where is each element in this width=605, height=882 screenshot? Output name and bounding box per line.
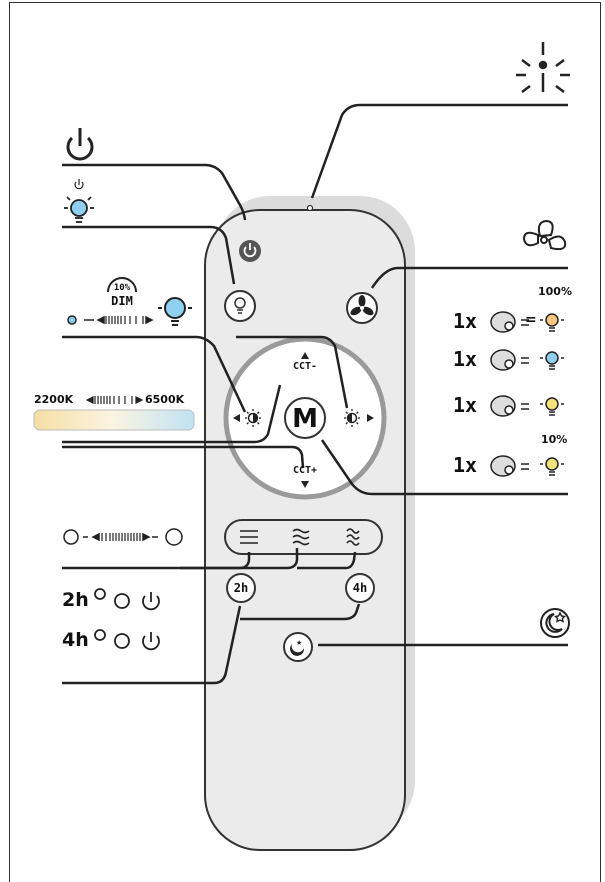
- cycle-row-1: [490, 311, 564, 333]
- diagram-frame: [9, 2, 601, 882]
- leader-lines: [62, 103, 568, 685]
- timer-4h-icons: [94, 629, 160, 651]
- cycle-row-4: [490, 455, 564, 477]
- dim-scale-icon: [67, 277, 192, 326]
- cct-plus-label: CCT+: [292, 465, 318, 476]
- fan-speed-scale: [63, 528, 183, 546]
- light-button[interactable]: [224, 290, 256, 322]
- timer-2h-legend-label: 2h: [62, 589, 89, 611]
- power-icon: [66, 128, 94, 161]
- dim-up-arrow[interactable]: [367, 414, 374, 422]
- timer-2h-button-label[interactable]: 2h: [233, 581, 249, 595]
- indicator-light-icon: [516, 42, 570, 93]
- cycle-row-3-count: 1x: [453, 393, 478, 417]
- dim-percent-label: 10%: [113, 283, 131, 293]
- cct-plus-arrow[interactable]: [301, 481, 309, 488]
- moon-star-icon: [540, 608, 570, 638]
- dim-label: DIM: [111, 294, 133, 308]
- color-temp-bar: [33, 409, 195, 431]
- cycle-row-1-count: 1x: [453, 309, 478, 333]
- cycle-row-1-level: 100%: [538, 285, 572, 298]
- bulb-icon: [64, 179, 94, 223]
- power-button[interactable]: [239, 240, 261, 262]
- timer-4h-button[interactable]: [345, 573, 375, 603]
- speed-high-button[interactable]: [346, 528, 360, 546]
- cycle-row-2-count: 1x: [453, 347, 478, 371]
- mode-button-ring[interactable]: [284, 397, 326, 439]
- cycle-row-1-equals: =: [525, 312, 537, 328]
- cycle-row-3: [490, 395, 564, 417]
- timer-2h-button[interactable]: [226, 573, 256, 603]
- fan-button[interactable]: [346, 292, 378, 324]
- timer-4h-legend-label: 4h: [62, 629, 89, 651]
- cct-minus-label: CCT-: [292, 361, 318, 372]
- timer-2h-icons: [94, 588, 160, 611]
- timer-4h-button-label[interactable]: 4h: [352, 581, 368, 595]
- color-temp-max-label: 6500K: [145, 393, 185, 406]
- center-button-label[interactable]: M: [292, 404, 318, 434]
- sun-bright-icon: [344, 409, 360, 427]
- dim-down-arrow[interactable]: [233, 414, 240, 422]
- speed-low-button[interactable]: [240, 530, 258, 544]
- cct-minus-arrow[interactable]: [301, 352, 309, 359]
- color-temp-min-label: 2200K: [34, 393, 74, 406]
- speed-button-group: [224, 519, 383, 555]
- cycle-row-4-count: 1x: [453, 453, 478, 477]
- indicator-led: [306, 204, 314, 212]
- sun-dim-icon: [245, 409, 261, 427]
- color-temp-scale: [85, 396, 144, 404]
- fan-icon: [522, 219, 567, 251]
- cycle-row-4-level: 10%: [541, 433, 568, 446]
- speed-mid-button[interactable]: [292, 528, 310, 546]
- svg-text:★: ★: [296, 639, 302, 647]
- cycle-row-2: [490, 349, 564, 371]
- sleep-button[interactable]: ★: [283, 632, 313, 662]
